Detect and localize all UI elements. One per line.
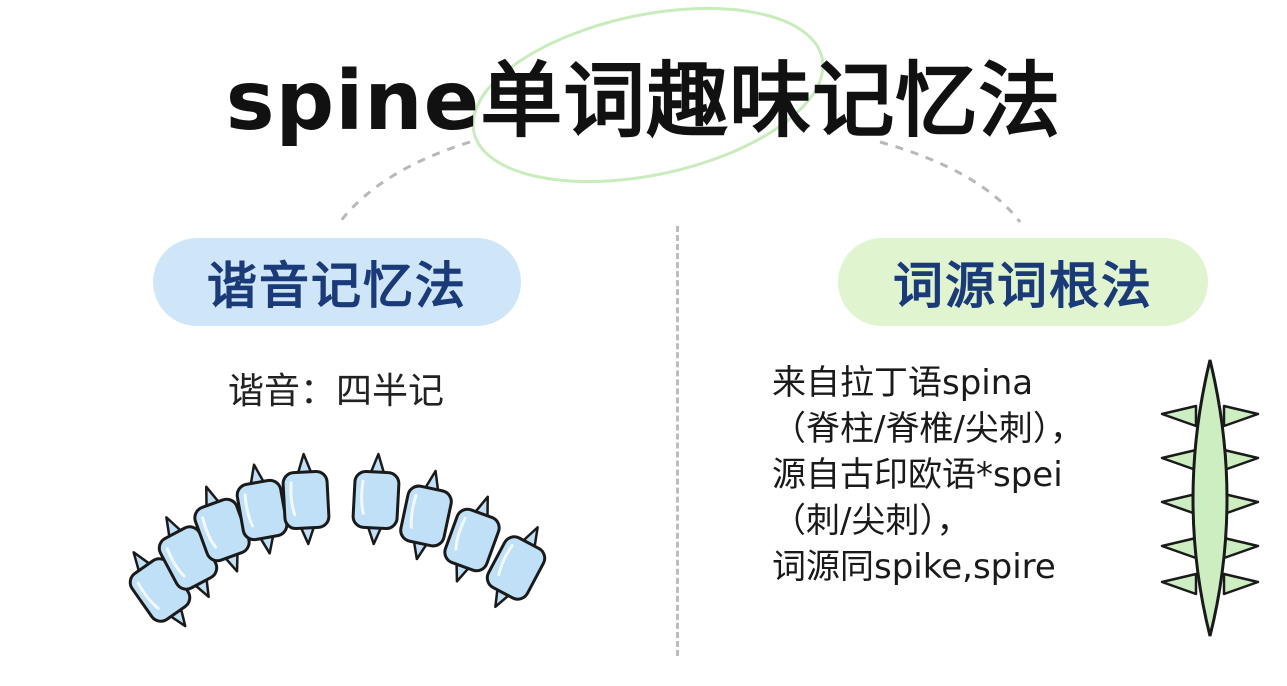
- spine-vertebrae-icon: [128, 452, 547, 628]
- spike: [1222, 536, 1260, 560]
- vertebra: [281, 452, 331, 546]
- page-title: spine单词趣味记忆法: [225, 54, 1062, 149]
- vertebra: [485, 526, 547, 609]
- title-swirl: [471, 6, 825, 184]
- spiky-spine-icon: [1160, 359, 1260, 637]
- spike: [1160, 536, 1198, 560]
- method-title-homophone: 谐音记忆法: [207, 257, 467, 315]
- right-connector: [879, 140, 1022, 223]
- spike: [1160, 572, 1198, 596]
- vertebra: [351, 452, 401, 546]
- method-title-etymology: 词源词根法: [893, 257, 1153, 315]
- spike: [1222, 404, 1260, 428]
- spine-shaft: [1191, 359, 1229, 637]
- method-pill-etymology: 词源词根法: [838, 238, 1208, 326]
- spike: [1222, 492, 1260, 516]
- etymology-line: （刺/尖刺），: [772, 501, 971, 541]
- spike: [1222, 572, 1260, 596]
- etymology-line: 来自拉丁语spina: [772, 363, 1034, 403]
- etymology-line: 源自古印欧语*spei: [772, 455, 1063, 495]
- homophone-text: 谐音：四半记: [227, 371, 444, 412]
- vertebra: [443, 495, 501, 583]
- left-connector: [338, 140, 471, 223]
- vertebra: [399, 469, 453, 561]
- etymology-line: （脊柱/脊椎/尖刺），: [772, 409, 1084, 449]
- center-divider: [676, 226, 679, 656]
- etymology-line: 词源同spike,spire: [772, 547, 1056, 587]
- method-pill-homophone: 谐音记忆法: [153, 238, 521, 326]
- spike: [1160, 404, 1198, 428]
- spike: [1160, 448, 1198, 472]
- spike: [1222, 448, 1260, 472]
- spike: [1160, 492, 1198, 516]
- etymology-text: 来自拉丁语spina （脊柱/脊椎/尖刺）， 源自古印欧语*spei （刺/尖刺…: [772, 360, 1152, 590]
